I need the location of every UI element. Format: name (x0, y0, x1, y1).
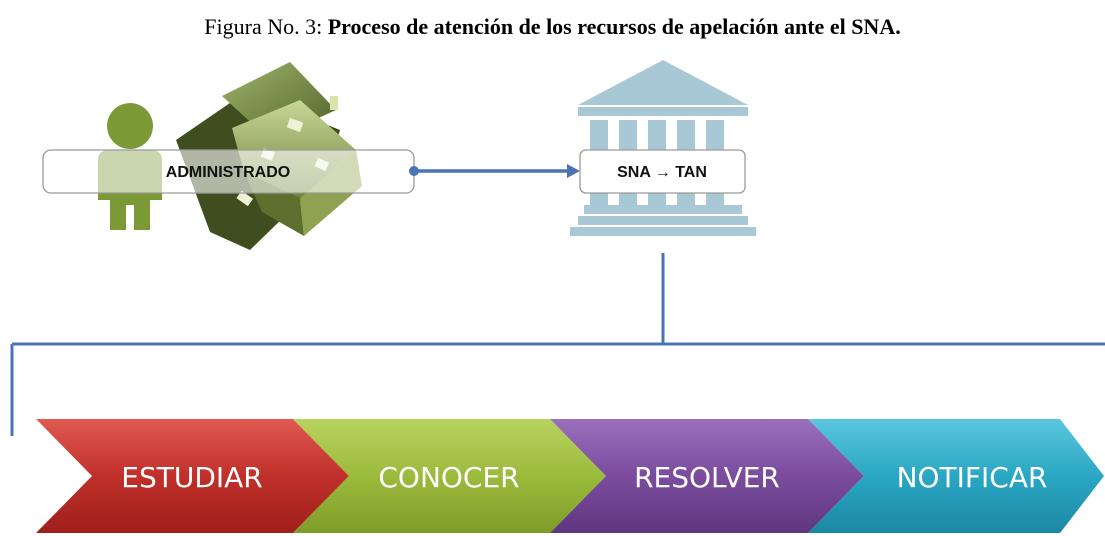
process-steps: ESTUDIAR CONOCER RESOLVER NOTIFICAR (36, 419, 1104, 533)
figure-caption: Figura No. 3: Proceso de atención de los… (0, 14, 1105, 40)
sna-tan-node: SNA → TAN (579, 149, 746, 194)
step-label: RESOLVER (634, 461, 780, 494)
step-label: ESTUDIAR (121, 461, 263, 494)
step-label: NOTIFICAR (897, 461, 1048, 494)
caption-title: Proceso de atención de los recursos de a… (327, 14, 901, 39)
institution-building-icon (570, 60, 756, 236)
step-notificar: NOTIFICAR (808, 419, 1104, 533)
flow-connector (409, 164, 580, 178)
step-chevron (293, 419, 606, 533)
administrado-label: ADMINISTRADO (166, 164, 290, 181)
caption-prefix: Figura No. 3: (204, 14, 328, 39)
sna-tan-label: SNA → TAN (617, 164, 707, 181)
sna-tan-box (579, 149, 746, 194)
branch-lines (10, 253, 1105, 436)
administrado-node: ADMINISTRADO (42, 149, 415, 194)
step-label: CONOCER (378, 461, 519, 494)
step-chevron (808, 419, 1104, 533)
step-chevron (550, 419, 864, 533)
step-resolver: RESOLVER (550, 419, 864, 533)
step-conocer: CONOCER (293, 419, 606, 533)
step-chevron (36, 419, 349, 533)
step-estudiar: ESTUDIAR (36, 419, 349, 533)
